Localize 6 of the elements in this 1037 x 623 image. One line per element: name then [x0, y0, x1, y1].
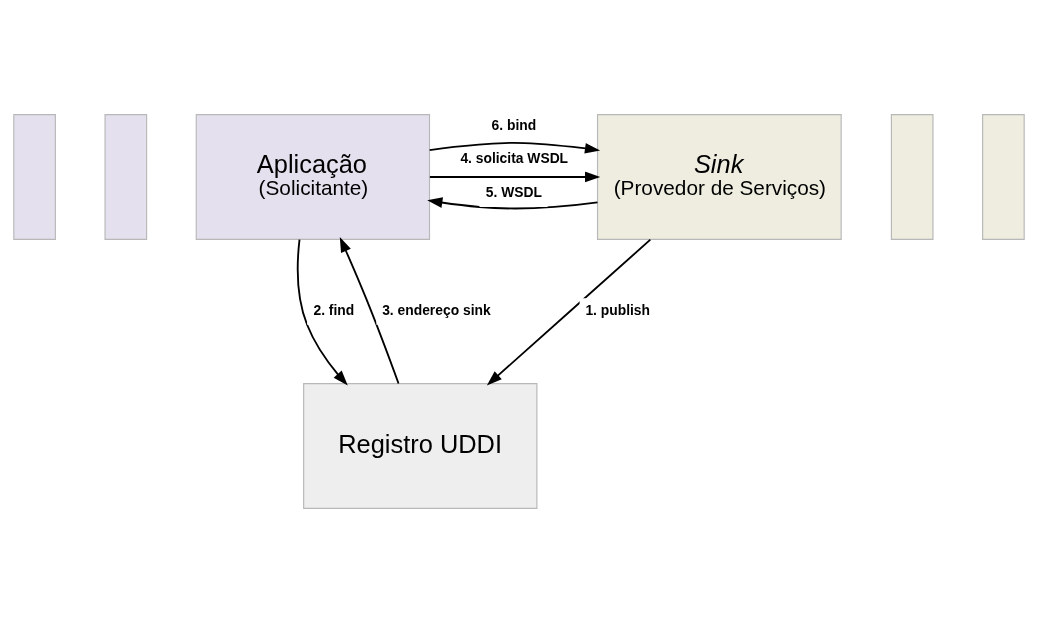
edge-label: 4. solicita WSDL [459, 150, 568, 167]
edge-label: 6. bind [491, 116, 536, 133]
edge-label: 5. WSDL [485, 183, 542, 200]
edge-label: 3. endereço sink [381, 301, 491, 318]
edge-label: 1. publish [584, 301, 650, 318]
edge-label: 2. find [312, 301, 354, 318]
